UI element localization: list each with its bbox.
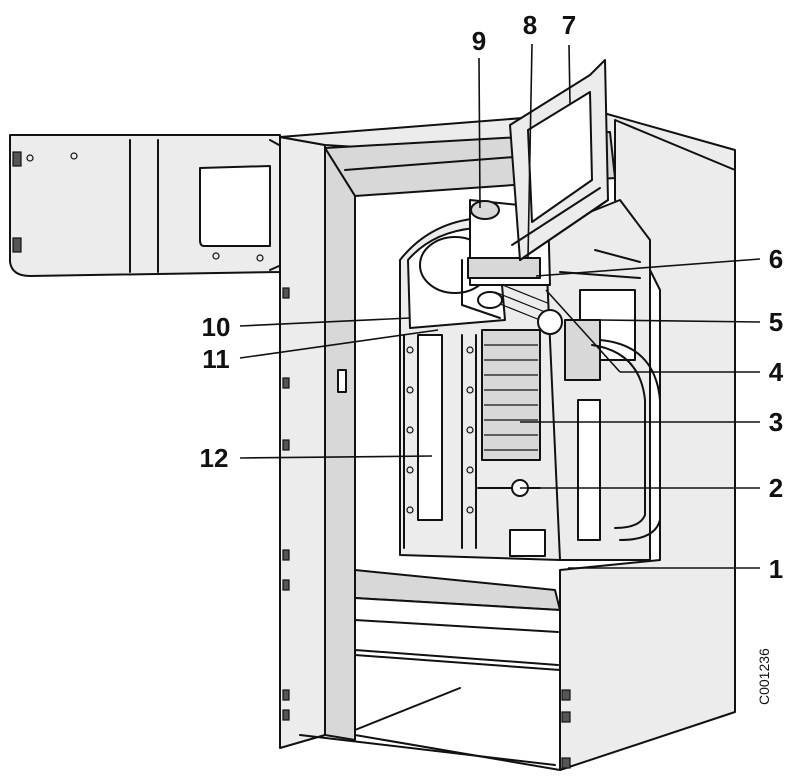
callout-label-8: 8 [523, 10, 537, 40]
callout-label-4: 4 [769, 357, 784, 387]
figure-code: C001236 [756, 648, 772, 705]
open-front-door [9, 134, 289, 277]
callout-label-11: 11 [202, 344, 230, 374]
callout-label-7: 7 [562, 10, 576, 40]
air-box-cover [509, 59, 609, 261]
callout-label-3: 3 [769, 407, 783, 437]
callout-label-2: 2 [769, 473, 783, 503]
callout-label-12: 12 [200, 443, 229, 473]
callout-label-5: 5 [769, 307, 783, 337]
callout-label-6: 6 [769, 244, 783, 274]
callout-label-1: 1 [769, 554, 783, 584]
heat-exchanger [399, 217, 561, 561]
callout-label-9: 9 [472, 26, 486, 56]
gas-valve-assembly [537, 199, 661, 561]
callout-labels: 1 2 3 4 5 6 7 8 9 10 11 12 [200, 10, 784, 584]
leader-lines [239, 43, 761, 569]
callout-label-10: 10 [202, 312, 231, 342]
